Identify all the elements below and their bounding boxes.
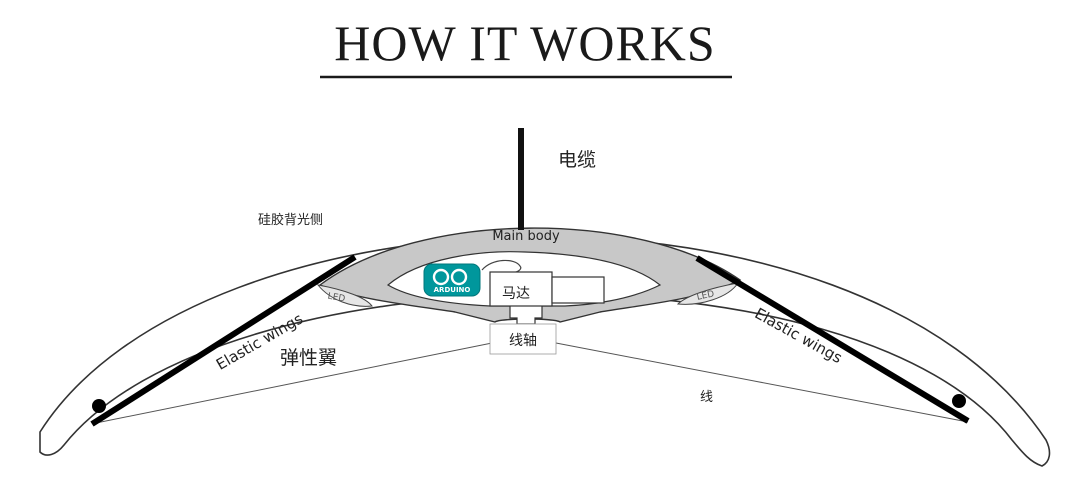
led-right-label: LED <box>696 289 715 302</box>
led-right <box>676 282 740 305</box>
spool-label: 线轴 <box>509 333 537 349</box>
string-right <box>555 342 969 423</box>
led-left-label: LED <box>327 292 346 305</box>
spool-box <box>489 323 557 355</box>
silicone-back-label: 硅胶背光侧 <box>258 212 323 228</box>
string-label: 线 <box>700 390 713 405</box>
wing-tip-left <box>92 399 106 413</box>
cable <box>518 128 524 230</box>
motor-shaft <box>551 276 605 304</box>
motor-label: 马达 <box>502 286 530 302</box>
spool-stem <box>509 306 543 325</box>
cable-label: 电缆 <box>558 149 596 171</box>
led-left <box>316 284 373 307</box>
elastic-wings-cn-label: 弹性翼 <box>280 347 337 369</box>
wing-tip-right <box>952 394 966 408</box>
diagram-title: HOW IT WORKS <box>334 15 715 71</box>
string-left <box>95 342 493 424</box>
elastic-wing-right <box>695 255 970 424</box>
arduino-board-icon: ARDUINO <box>423 263 481 297</box>
elastic-wing-left <box>90 254 357 427</box>
arduino-label: ARDUINO <box>434 286 471 294</box>
main-body-label: Main body <box>492 229 560 244</box>
